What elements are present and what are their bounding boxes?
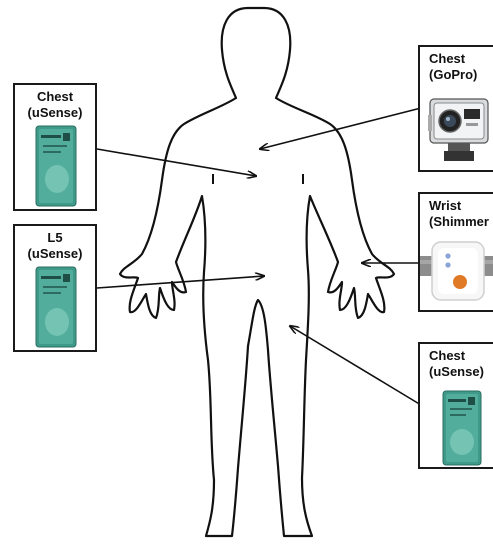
arrow-l5-usense — [97, 276, 264, 288]
sensor-label: L5 (uSense) — [15, 230, 95, 262]
usense-sensor-icon — [35, 125, 77, 207]
sensor-label: Chest (GoPro) — [420, 51, 493, 83]
shimmer-wristband-icon — [420, 238, 493, 310]
body-outline-path — [120, 8, 394, 536]
sensor-box-l5-usense: L5 (uSense) — [13, 224, 97, 352]
sensor-box-chest-gopro: Chest (GoPro) — [418, 45, 493, 172]
usense-sensor-icon — [442, 390, 482, 466]
arrow-chest-usense-left — [97, 149, 256, 176]
arrow-chest-gopro — [260, 108, 421, 149]
sensor-label: Chest (uSense) — [420, 348, 493, 380]
sensor-box-wrist-shimmer: Wrist (Shimmer — [418, 192, 493, 312]
sensor-label: Chest (uSense) — [15, 89, 95, 121]
arrow-chest-usense-right — [290, 326, 421, 405]
sensor-box-chest-usense: Chest (uSense) — [13, 83, 97, 211]
usense-sensor-icon — [35, 266, 77, 348]
sensor-box-chest-usense: Chest (uSense) — [418, 342, 493, 469]
gopro-camera-icon — [426, 93, 492, 165]
sensor-label: Wrist (Shimmer — [420, 198, 493, 230]
